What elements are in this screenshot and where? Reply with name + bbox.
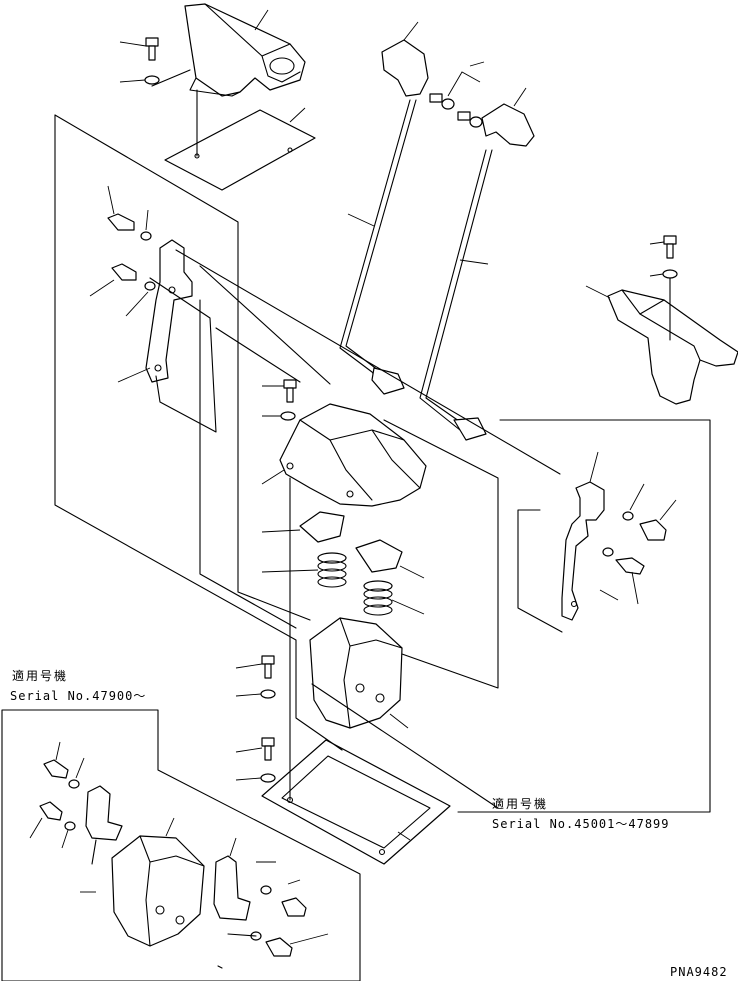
note-right-serial: Serial No.45001～47899 bbox=[492, 817, 670, 831]
spring-left bbox=[261, 552, 347, 588]
lever-boot-top-left bbox=[184, 3, 306, 97]
pilot-valve bbox=[309, 617, 409, 729]
gasket-plate bbox=[261, 739, 451, 865]
bolt-top-left bbox=[119, 37, 159, 61]
washer-left-upper bbox=[140, 209, 152, 241]
washer-centre-mid bbox=[235, 689, 276, 699]
spring-right bbox=[363, 580, 425, 616]
lever-rod-left bbox=[339, 99, 417, 395]
washer-right-upper bbox=[622, 483, 645, 521]
bolt-right-top bbox=[649, 235, 677, 259]
washer-right-lower bbox=[602, 547, 614, 557]
lever-rod-right bbox=[419, 149, 493, 441]
lever-boot-right bbox=[585, 285, 738, 405]
lever-knob-right bbox=[481, 87, 535, 147]
plate-top-left bbox=[164, 89, 316, 191]
washer-centre-lower bbox=[235, 773, 276, 783]
washer-right-top bbox=[649, 269, 678, 279]
washer-top-left bbox=[119, 75, 160, 85]
bolt-left-lower bbox=[89, 263, 137, 297]
lever-knob-left bbox=[381, 21, 429, 97]
cap-right bbox=[355, 539, 425, 579]
note-lower-left-serial: Serial No.47900～ bbox=[10, 689, 146, 703]
note-lower-left-heading: 適用号機 bbox=[12, 668, 68, 683]
washer-centre-upper bbox=[262, 411, 296, 421]
cap-left bbox=[261, 511, 345, 543]
lever-bracket-left bbox=[117, 239, 193, 383]
washer-left-lower bbox=[125, 281, 156, 317]
note-right-heading: 適用号機 bbox=[492, 796, 548, 811]
bolt-centre-mid bbox=[235, 655, 275, 679]
bolt-centre-upper bbox=[262, 379, 297, 403]
bolt-right-lower bbox=[615, 557, 645, 605]
drawing-code: PNA9482 bbox=[670, 965, 728, 979]
assembly-lines bbox=[54, 114, 711, 813]
bolt-set-centre bbox=[429, 61, 485, 128]
valve-cover bbox=[261, 403, 427, 507]
bolt-right-upper bbox=[639, 499, 677, 541]
bolt-centre-lower bbox=[235, 737, 275, 761]
bolt-left-upper bbox=[107, 185, 135, 231]
inset-serial-47900 bbox=[1, 709, 361, 981]
lever-bracket-right bbox=[561, 451, 619, 621]
